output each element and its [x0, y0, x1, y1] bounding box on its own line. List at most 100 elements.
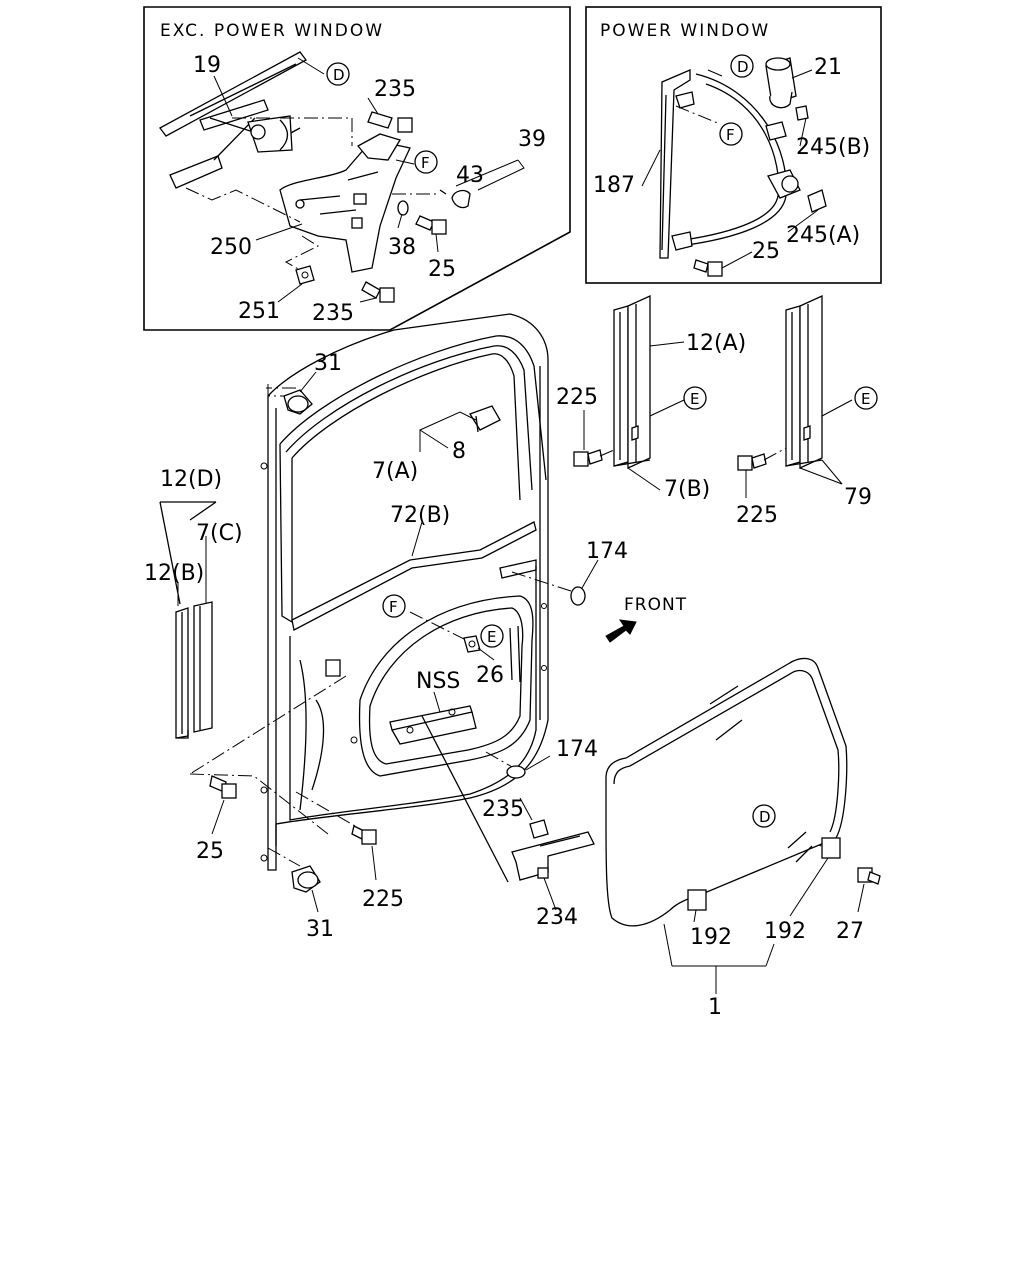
callout-174: 174 — [586, 539, 628, 564]
channel-79 — [785, 294, 853, 485]
svg-text:E: E — [861, 390, 870, 408]
channel-12b-7c — [159, 501, 217, 739]
callout-234: 234 — [536, 905, 578, 930]
sash-192a — [687, 889, 707, 911]
callout-79: 79 — [844, 485, 872, 510]
svg-text:F: F — [389, 598, 398, 616]
callout-225: 225 — [362, 887, 404, 912]
callout-235: 235 — [312, 301, 354, 326]
grommet-174-upper — [570, 559, 599, 606]
ref-circle-e-2: E — [854, 386, 878, 410]
inset-manual-window: EXC. POWER WINDOW — [143, 6, 571, 331]
callout-31: 31 — [314, 351, 342, 376]
leader-nss — [421, 715, 509, 883]
callout-25: 25 — [428, 257, 456, 282]
callout-25: 25 — [752, 239, 780, 264]
stopper-31-lower — [291, 865, 321, 913]
bolt-25-main — [209, 775, 237, 835]
svg-text:F: F — [421, 154, 430, 172]
callout-235: 235 — [374, 77, 416, 102]
callout-7b: 7(B) — [664, 477, 710, 502]
nut-26 — [463, 635, 481, 653]
svg-text:E: E — [487, 628, 496, 646]
window-glass-1 — [605, 657, 848, 927]
callout-38: 38 — [388, 235, 416, 260]
bolt-225-main — [351, 825, 377, 881]
bolt-25-inset — [415, 215, 447, 235]
callout-25: 25 — [196, 839, 224, 864]
callout-250: 250 — [210, 235, 252, 260]
front-label: FRONT — [624, 595, 687, 615]
ref-circle-f-3: F — [382, 594, 406, 618]
callout-235: 235 — [482, 797, 524, 822]
bracket-234 — [511, 797, 595, 911]
callout-43: 43 — [456, 163, 484, 188]
callout-39: 39 — [518, 127, 546, 152]
callout-187: 187 — [593, 173, 635, 198]
ref-circle-d-2: D — [730, 54, 754, 78]
ref-circle-e-3: E — [480, 624, 504, 648]
inset-manual-title: EXC. POWER WINDOW — [160, 21, 384, 41]
stopper-31-upper — [283, 371, 317, 415]
callout-192: 192 — [764, 919, 806, 944]
callout-8: 8 — [452, 439, 466, 464]
window-regulator-arm — [159, 51, 307, 189]
front-arrow — [605, 619, 637, 643]
inset-manual-frame — [143, 6, 571, 331]
svg-text:D: D — [737, 58, 749, 76]
callout-192: 192 — [690, 925, 732, 950]
ref-circle-e-1: E — [683, 386, 707, 410]
inset-power-window: POWER WINDOW — [585, 6, 882, 284]
callout-1: 1 — [708, 995, 722, 1020]
callout-251: 251 — [238, 299, 280, 324]
callout-26: 26 — [476, 663, 504, 688]
callout-nss: NSS — [416, 669, 460, 694]
ref-circle-f-1: F — [414, 150, 438, 174]
callout-7c: 7(C) — [196, 521, 243, 546]
nut-245b — [795, 105, 809, 121]
bolt-25-power — [693, 259, 723, 277]
callout-72b: 72(B) — [390, 503, 450, 528]
callout-225: 225 — [736, 503, 778, 528]
callout-7a: 7(A) — [372, 459, 418, 484]
ref-circle-d-3: D — [752, 804, 776, 828]
clip-245a — [807, 189, 827, 213]
callout-225: 225 — [556, 385, 598, 410]
svg-text:F: F — [726, 126, 735, 144]
svg-text:D: D — [333, 66, 345, 84]
svg-text:E: E — [690, 390, 699, 408]
window-motor-21 — [765, 57, 797, 109]
regulator-bracket — [279, 133, 411, 273]
grommet-174-lower — [506, 755, 551, 779]
svg-text:D: D — [759, 808, 771, 826]
callout-21: 21 — [814, 55, 842, 80]
callout-27: 27 — [836, 919, 864, 944]
bolt-27 — [857, 867, 881, 913]
callout-245a: 245(A) — [786, 223, 860, 248]
bolt-225-right-b — [737, 447, 787, 498]
ref-circle-d-1: D — [326, 62, 350, 86]
inset-power-title: POWER WINDOW — [600, 21, 770, 41]
nut-38 — [397, 200, 409, 216]
door-panel — [189, 313, 549, 871]
sash-192b — [821, 837, 841, 859]
inset-power-frame — [585, 6, 882, 284]
handle-43 — [439, 189, 471, 209]
nut-251 — [295, 265, 315, 285]
callout-31: 31 — [306, 917, 334, 942]
callout-174: 174 — [556, 737, 598, 762]
bolt-225-right-a — [573, 410, 615, 467]
bolt-235-upper — [367, 111, 413, 133]
ref-circle-f-2: F — [719, 122, 743, 146]
channel-12a — [613, 294, 685, 491]
callout-12a: 12(A) — [686, 331, 746, 356]
callout-12d: 12(D) — [160, 467, 222, 492]
callout-12b: 12(B) — [144, 561, 204, 586]
callout-19: 19 — [193, 53, 221, 78]
channel-187 — [659, 69, 691, 259]
clip-8 — [469, 405, 501, 431]
bolt-235-lower — [361, 281, 395, 303]
callout-245b: 245(B) — [796, 135, 870, 160]
